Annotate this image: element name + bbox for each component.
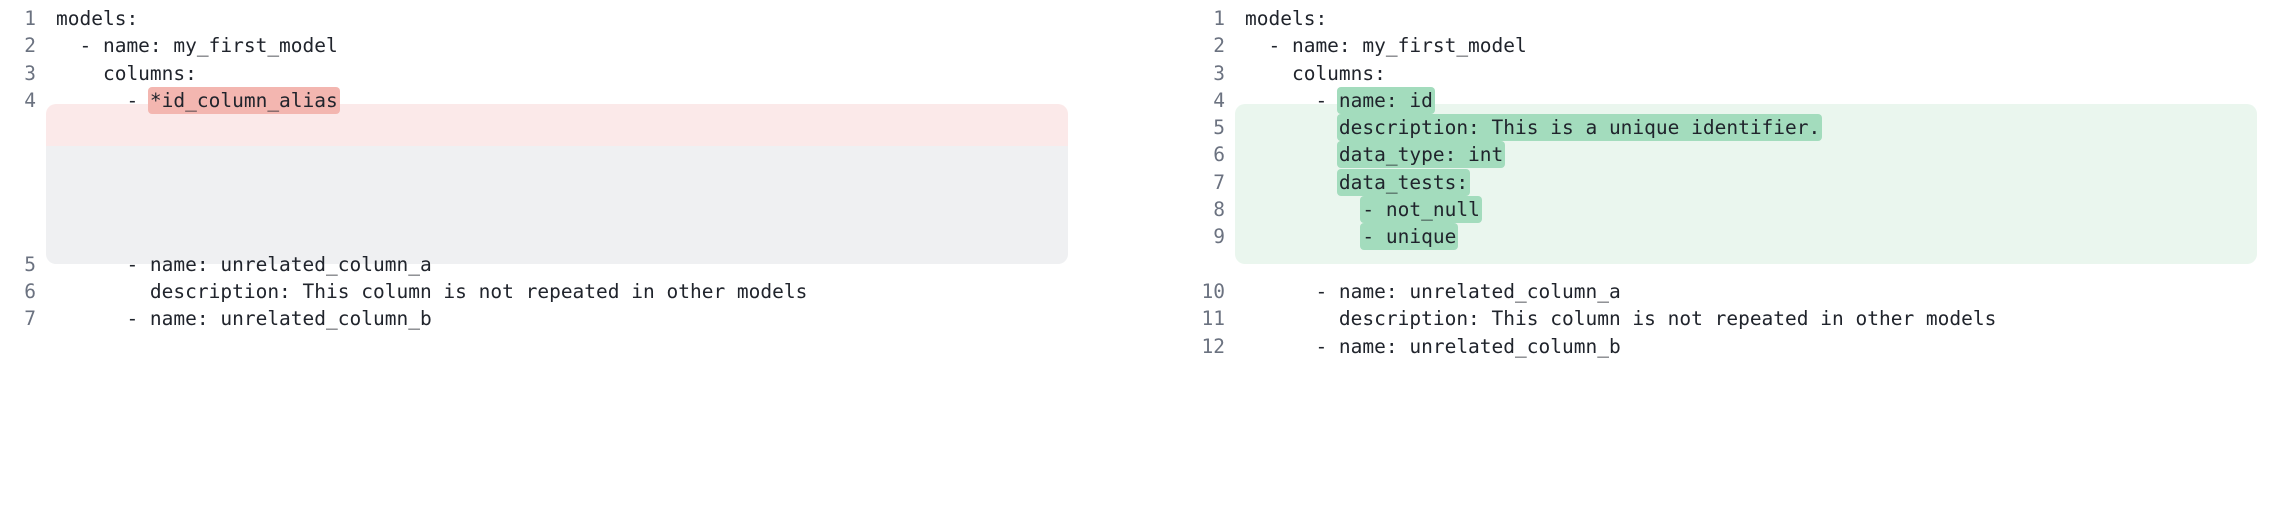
- line-number: 10: [1201, 279, 1225, 303]
- code-line: [1139, 251, 2278, 278]
- code-line: 10 - name: unrelated_column_a: [1139, 278, 2278, 305]
- code-line: 6 data_type: int: [1139, 141, 2278, 169]
- code-text-plain: - name: unrelated_column_a: [1245, 279, 1621, 303]
- code-text-plain: [1245, 225, 1362, 248]
- code-line: [0, 169, 1139, 196]
- code-text: - name: my_first_model: [1225, 32, 1527, 59]
- code-text-plain: models:: [56, 7, 139, 30]
- line-number: 8: [1213, 198, 1225, 222]
- line-number: 3: [1213, 61, 1225, 85]
- code-text: - *id_column_alias: [36, 86, 340, 114]
- code-text: - name: unrelated_column_a: [36, 251, 432, 278]
- code-text: description: This column is not repeated…: [1225, 305, 1996, 332]
- removed-filler-background: [46, 146, 1068, 264]
- code-text: - name: unrelated_column_a: [1225, 278, 1621, 305]
- added-word-highlight: data_type: int: [1336, 141, 1506, 169]
- code-line: 7 - name: unrelated_column_b: [0, 305, 1139, 332]
- code-line: 5 - name: unrelated_column_a: [0, 251, 1139, 278]
- code-text: columns:: [1225, 60, 1386, 87]
- code-line: 8 - not_null: [1139, 196, 2278, 224]
- code-text: - name: unrelated_column_b: [36, 305, 432, 332]
- code-text: columns:: [36, 60, 197, 87]
- code-text: description: This column is not repeated…: [36, 278, 807, 305]
- code-text-plain: columns:: [56, 61, 197, 85]
- line-number: 3: [24, 61, 36, 85]
- line-number: 5: [1213, 116, 1225, 140]
- line-number: 5: [24, 252, 36, 276]
- added-word-highlight: description: This is a unique identifier…: [1336, 114, 1823, 142]
- line-number: 12: [1201, 334, 1225, 358]
- added-word-highlight: - unique: [1360, 223, 1459, 251]
- code-text-plain: -: [56, 88, 150, 112]
- removed-word-highlight: *id_column_alias: [147, 86, 340, 114]
- code-text: models:: [36, 5, 138, 32]
- line-number: 1: [24, 7, 36, 30]
- code-text: - not_null: [1225, 196, 1482, 224]
- line-number: 4: [1213, 88, 1225, 112]
- code-text-plain: [1245, 198, 1362, 221]
- code-text-plain: models:: [1245, 7, 1328, 30]
- code-line: 1 models:: [1139, 5, 2278, 32]
- code-text-plain: - name: unrelated_column_b: [1245, 334, 1621, 358]
- code-text-plain: [1245, 171, 1339, 194]
- code-text: data_type: int: [1225, 141, 1506, 169]
- code-text-plain: - name: my_first_model: [56, 34, 338, 58]
- code-text: - name: id: [1225, 86, 1435, 114]
- code-line: 12 - name: unrelated_column_b: [1139, 333, 2278, 360]
- code-line: 3 columns:: [1139, 60, 2278, 87]
- line-number: 2: [1213, 34, 1225, 58]
- code-text-plain: - name: unrelated_column_a: [56, 252, 432, 276]
- code-text: - unique: [1225, 223, 1459, 251]
- code-line: 6 description: This column is not repeat…: [0, 278, 1139, 305]
- line-number: 6: [1213, 143, 1225, 167]
- code-text: data_tests:: [1225, 168, 1471, 196]
- added-word-highlight: data_tests:: [1336, 168, 1471, 196]
- code-line: [0, 196, 1139, 223]
- code-text: - name: my_first_model: [36, 32, 338, 59]
- code-text-plain: -: [1245, 88, 1339, 112]
- line-number: 2: [24, 34, 36, 58]
- code-line: 2 - name: my_first_model: [0, 32, 1139, 59]
- line-number: 4: [24, 88, 36, 112]
- code-text-plain: [1245, 116, 1339, 139]
- code-text: - name: unrelated_column_b: [1225, 333, 1621, 360]
- code-line: 5 description: This is a unique identifi…: [1139, 114, 2278, 142]
- code-text-plain: description: This column is not repeated…: [1245, 307, 1997, 331]
- code-line: 9 - unique: [1139, 223, 2278, 251]
- code-line: 3 columns:: [0, 60, 1139, 87]
- code-text-plain: description: This column is not repeated…: [56, 279, 808, 303]
- code-line: [0, 223, 1139, 250]
- code-text: description: This is a unique identifier…: [1225, 114, 1823, 142]
- code-text-plain: - name: unrelated_column_b: [56, 307, 432, 331]
- code-line: 4 - *id_column_alias: [0, 86, 1139, 114]
- code-text-plain: columns:: [1245, 61, 1386, 85]
- code-text-plain: [1245, 143, 1339, 166]
- code-line: 2 - name: my_first_model: [1139, 32, 2278, 59]
- added-word-highlight: name: id: [1336, 86, 1435, 114]
- code-line: 7 data_tests:: [1139, 168, 2278, 196]
- code-line: 4 - name: id: [1139, 86, 2278, 114]
- code-text-plain: - name: my_first_model: [1245, 34, 1527, 58]
- line-number: 9: [1213, 225, 1225, 249]
- code-text: models:: [1225, 5, 1327, 32]
- code-line: [0, 141, 1139, 168]
- code-line: 11 description: This column is not repea…: [1139, 305, 2278, 332]
- line-number: 7: [24, 307, 36, 331]
- line-number: 11: [1201, 307, 1225, 331]
- added-word-highlight: - not_null: [1360, 196, 1482, 224]
- line-number: 6: [24, 279, 36, 303]
- code-line: 1 models:: [0, 5, 1139, 32]
- line-number: 1: [1213, 7, 1225, 30]
- code-line: [0, 114, 1139, 141]
- line-number: 7: [1213, 170, 1225, 194]
